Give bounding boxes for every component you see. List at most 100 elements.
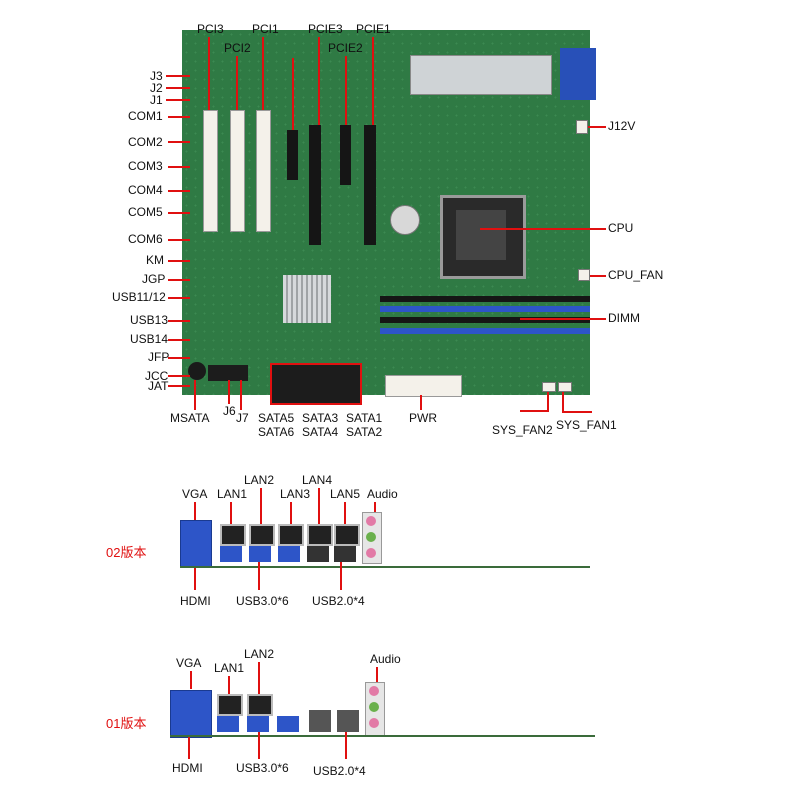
battery-jat — [188, 362, 206, 380]
label-usb14: USB14 — [130, 332, 169, 346]
panel01-leader-lan1 — [228, 676, 230, 694]
panel01-leader-vga — [190, 671, 192, 689]
leader-pci2 — [236, 56, 238, 110]
panel01-vga-port — [170, 690, 212, 738]
pcie2-slot — [340, 125, 351, 185]
label-cpu-fan: CPU_FAN — [608, 268, 664, 282]
panel02-usb2-ports — [307, 546, 357, 562]
cmos-battery — [390, 205, 420, 235]
leader-pci1 — [262, 37, 264, 110]
label-com4: COM4 — [128, 183, 163, 197]
leader-pwr — [420, 395, 422, 410]
label-usb13: USB13 — [130, 313, 169, 327]
pwr-connector — [385, 375, 462, 397]
label-pcie3: PCIE3 — [308, 22, 343, 36]
panel02-lan5-port — [334, 524, 360, 546]
panel-01-version: 01版本 — [106, 716, 147, 731]
panel02-label-lan4: LAN4 — [302, 473, 333, 487]
dimm-slot-3 — [380, 317, 590, 323]
label-pci3: PCI3 — [197, 22, 224, 36]
panel01-label-audio: Audio — [370, 652, 401, 666]
leader-pcie-x1 — [292, 58, 294, 130]
label-jat: JAT — [148, 379, 169, 393]
label-j3: J3 — [150, 69, 163, 83]
panel01-leader-lan2 — [258, 662, 260, 694]
panel01-label-hdmi: HDMI — [172, 761, 203, 775]
panel02-label-lan2: LAN2 — [244, 473, 275, 487]
panel02-leader-hdmi — [194, 568, 196, 590]
leader-dimm — [520, 318, 606, 320]
leader-jcc — [168, 375, 190, 377]
j12v-header — [576, 120, 588, 134]
leader-j1 — [166, 99, 190, 101]
sata-connectors — [270, 363, 362, 405]
label-j6: J6 — [223, 404, 236, 418]
panel02-vga-port — [180, 520, 212, 568]
label-pci1: PCI1 — [252, 22, 279, 36]
panel02-leader-lan1 — [230, 502, 232, 524]
panel02-label-usb3: USB3.0*6 — [236, 594, 289, 608]
label-km: KM — [146, 253, 164, 267]
leader-pcie1 — [372, 37, 374, 125]
label-jgp: JGP — [142, 272, 166, 286]
panel02-usb3-ports — [220, 546, 300, 562]
panel02-label-lan3: LAN3 — [280, 487, 311, 501]
label-sata3: SATA3 — [302, 411, 339, 425]
label-jcc: JCC — [145, 369, 169, 383]
pcie1-slot — [364, 125, 376, 245]
leader-j6 — [228, 380, 230, 404]
panel02-lan3-port — [278, 524, 304, 546]
pci1-slot — [256, 110, 271, 232]
leader-pcie2 — [345, 56, 347, 125]
leader-usb14 — [168, 339, 190, 341]
leader-jgp — [168, 279, 190, 281]
panel01-usb2-ports — [309, 710, 359, 732]
panel01-label-usb3: USB3.0*6 — [236, 761, 289, 775]
panel02-leader-usb3 — [258, 562, 260, 590]
panel02-leader-lan3 — [290, 502, 292, 524]
label-sata6: SATA6 — [258, 425, 295, 439]
leader-jat — [168, 385, 190, 387]
chipset-heatsink — [283, 275, 331, 323]
cpu-socket-inner — [456, 210, 506, 260]
panel01-leader-usb3 — [258, 732, 260, 759]
panel02-lan4-port — [307, 524, 333, 546]
label-com3: COM3 — [128, 159, 163, 173]
label-sata2: SATA2 — [346, 425, 383, 439]
msata-slot — [208, 365, 248, 381]
panel01-board-edge — [170, 735, 595, 737]
leader-j2 — [166, 87, 190, 89]
cpu-socket — [440, 195, 526, 279]
label-sata4: SATA4 — [302, 425, 339, 439]
panel01-lan2-port — [247, 694, 273, 716]
leader-com5 — [168, 212, 190, 214]
leader-com3 — [168, 166, 190, 168]
label-com6: COM6 — [128, 232, 163, 246]
leader-sys-fan1-h — [562, 411, 592, 413]
label-com5: COM5 — [128, 205, 163, 219]
label-sys-fan2: SYS_FAN2 — [492, 423, 553, 437]
label-j2: J2 — [150, 81, 163, 95]
label-pci2: PCI2 — [224, 41, 251, 55]
cpu-fan-header — [578, 269, 590, 281]
panel02-leader-audio — [374, 502, 376, 514]
panel-02-version: 02版本 — [106, 545, 147, 560]
panel02-label-hdmi: HDMI — [180, 594, 211, 608]
leader-j7 — [240, 380, 242, 410]
panel02-lan1-port — [220, 524, 246, 546]
panel02-board-edge — [180, 566, 590, 568]
label-pwr: PWR — [409, 411, 437, 425]
panel02-label-lan5: LAN5 — [330, 487, 361, 501]
panel01-jack-pink — [369, 686, 379, 696]
leader-sys-fan2-h — [520, 410, 549, 412]
panel02-lan2-port — [249, 524, 275, 546]
panel02-label-vga: VGA — [182, 487, 208, 501]
leader-com2 — [168, 141, 190, 143]
label-com1: COM1 — [128, 109, 163, 123]
io-ports-top — [410, 55, 552, 95]
leader-pcie3 — [318, 37, 320, 125]
panel01-leader-hdmi — [188, 737, 190, 759]
label-sata1: SATA1 — [346, 411, 383, 425]
leader-cpu-fan — [586, 275, 606, 277]
panel01-leader-usb2 — [345, 732, 347, 759]
